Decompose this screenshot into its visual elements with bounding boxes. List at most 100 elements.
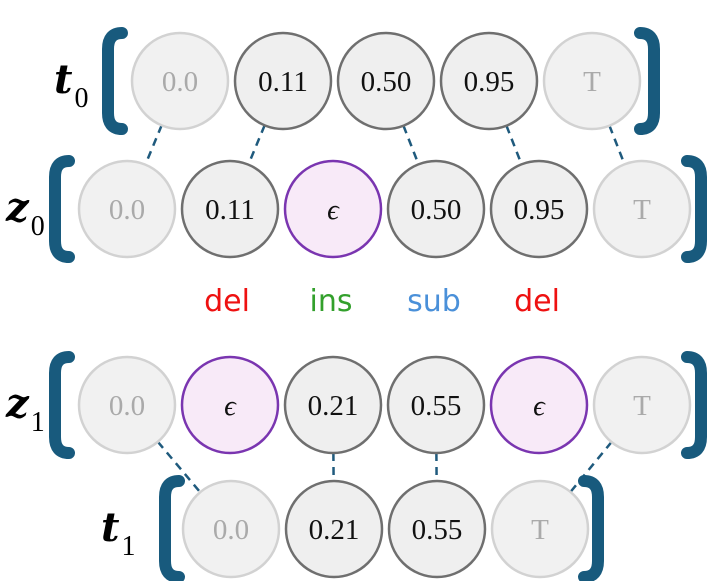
- left-bracket-row-2: [49, 351, 75, 459]
- node-circle: [336, 31, 436, 131]
- alignment-connector: [608, 125, 626, 165]
- node-value: 0.50: [411, 194, 462, 226]
- value-node: 0.11: [180, 159, 280, 259]
- right-bracket-row-1: [681, 155, 707, 263]
- boundary-node: T: [490, 479, 590, 579]
- row-label-3: t1: [101, 504, 135, 562]
- row-label-1: z0: [5, 184, 45, 242]
- value-node: 0.50: [336, 31, 436, 131]
- node-circle: [77, 355, 177, 455]
- row-label-symbol: t: [54, 56, 73, 103]
- node-value: 0.95: [514, 194, 565, 226]
- node-value: 0.95: [464, 66, 515, 98]
- row-label-subscript: 1: [121, 531, 135, 562]
- node-value: ϵ: [327, 194, 340, 226]
- node-circle: [386, 355, 486, 455]
- node-circle: [592, 159, 692, 259]
- boundary-node: T: [592, 355, 692, 455]
- row-label-symbol: z: [5, 184, 30, 231]
- right-bracket-row-0: [634, 27, 660, 135]
- node-circle: [283, 355, 383, 455]
- left-bracket-row-0: [102, 27, 128, 135]
- value-node: 0.11: [233, 31, 333, 131]
- left-bracket-row-1: [49, 155, 75, 263]
- node-circle: [542, 31, 642, 131]
- row-label-symbol: z: [5, 380, 30, 427]
- value-node: 0.95: [439, 31, 539, 131]
- node-value: 0.11: [205, 194, 255, 226]
- node-circle: [130, 31, 230, 131]
- node-value: 0.55: [412, 514, 463, 546]
- node-value: 0.0: [213, 514, 249, 546]
- node-value: T: [633, 194, 651, 226]
- alignment-connector: [144, 124, 163, 166]
- boundary-node: 0.0: [77, 355, 177, 455]
- value-node: 0.95: [489, 159, 589, 259]
- operation-label-del: del: [514, 284, 560, 319]
- node-value: 0.0: [109, 390, 145, 422]
- node-value: 0.11: [258, 66, 308, 98]
- node-circle: [490, 479, 590, 579]
- node-value: T: [531, 514, 549, 546]
- row-label-symbol: t: [101, 504, 120, 551]
- operation-label-del: del: [204, 284, 250, 319]
- node-value: 0.55: [411, 390, 462, 422]
- node-value: 0.21: [308, 390, 359, 422]
- connector-layer: [144, 124, 626, 494]
- right-bracket-row-3: [578, 475, 604, 581]
- epsilon-node: ϵ: [180, 355, 280, 455]
- node-value: T: [633, 390, 651, 422]
- node-circle: [592, 355, 692, 455]
- alignment-connector: [569, 441, 613, 493]
- alignment-connector: [505, 125, 523, 165]
- node-circle: [77, 159, 177, 259]
- bracket-layer: [49, 27, 707, 581]
- row-label-2: z1: [5, 380, 45, 438]
- boundary-node: T: [542, 31, 642, 131]
- node-value: 0.0: [109, 194, 145, 226]
- node-value: T: [583, 66, 601, 98]
- node-circle: [180, 159, 280, 259]
- node-circle: [387, 479, 487, 579]
- epsilon-node: ϵ: [283, 159, 383, 259]
- node-circle: [233, 31, 333, 131]
- node-circle: [283, 159, 383, 259]
- boundary-node: 0.0: [77, 159, 177, 259]
- operation-label-ins: ins: [310, 284, 353, 319]
- value-node: 0.21: [284, 479, 384, 579]
- node-circle: [181, 479, 281, 579]
- node-circle: [439, 31, 539, 131]
- operation-label-sub: sub: [407, 284, 461, 319]
- value-node: 0.55: [386, 355, 486, 455]
- node-circle: [489, 159, 589, 259]
- boundary-node: 0.0: [181, 479, 281, 579]
- boundary-node: 0.0: [130, 31, 230, 131]
- value-node: 0.55: [387, 479, 487, 579]
- node-circle: [180, 355, 280, 455]
- node-value: 0.21: [309, 514, 360, 546]
- left-bracket-row-3: [159, 475, 185, 581]
- row-label-0: t0: [54, 56, 88, 114]
- boundary-node: T: [592, 159, 692, 259]
- epsilon-node: ϵ: [489, 355, 589, 455]
- alignment-connector: [247, 124, 266, 166]
- right-bracket-row-2: [681, 351, 707, 459]
- node-value: 0.50: [361, 66, 412, 98]
- value-node: 0.50: [386, 159, 486, 259]
- row-label-subscript: 0: [31, 211, 45, 242]
- alignment-connector: [156, 440, 202, 494]
- row-label-subscript: 0: [74, 83, 88, 114]
- node-value: ϵ: [224, 390, 237, 422]
- operations-layer: del ins sub del: [204, 284, 560, 319]
- node-circle: [284, 479, 384, 579]
- node-value: ϵ: [533, 390, 546, 422]
- value-node: 0.21: [283, 355, 383, 455]
- row-label-subscript: 1: [31, 407, 45, 438]
- node-circle: [386, 159, 486, 259]
- alignment-connector: [402, 125, 420, 165]
- node-circle: [489, 355, 589, 455]
- node-value: 0.0: [162, 66, 198, 98]
